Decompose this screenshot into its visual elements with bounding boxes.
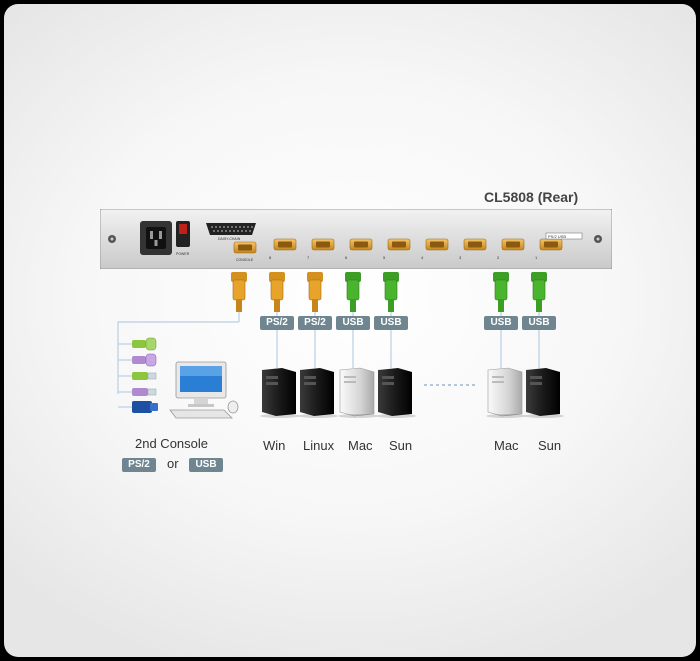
screw-left-icon bbox=[108, 235, 116, 243]
usb-connector-icon bbox=[493, 272, 509, 312]
port-number-7: 7 bbox=[307, 255, 310, 260]
rear-panel: POWER DAISY-CHAIN CONSOLE bbox=[100, 209, 612, 269]
kvm-port-7 bbox=[311, 238, 335, 251]
port-number-3: 3 bbox=[459, 255, 462, 260]
port-number-6: 6 bbox=[345, 255, 348, 260]
interface-tag: PS/2 bbox=[260, 316, 294, 330]
console-or-text: or bbox=[167, 456, 179, 471]
ps2-connector-icon bbox=[269, 272, 285, 312]
usb-plug-purple-icon bbox=[132, 388, 157, 396]
pc-tower-win-icon bbox=[260, 368, 300, 418]
monitor-icon bbox=[175, 361, 227, 407]
interface-tag: PS/2 bbox=[298, 316, 332, 330]
mouse-icon bbox=[227, 400, 239, 414]
daisy-chain-port-icon bbox=[206, 223, 256, 235]
os-label: Sun bbox=[538, 438, 562, 453]
port-number-2: 2 bbox=[497, 255, 500, 260]
diagram-title: CL5808 (Rear) bbox=[484, 189, 579, 205]
keyboard-icon bbox=[169, 409, 233, 419]
port-number-8: 8 bbox=[269, 255, 272, 260]
interface-tag: USB bbox=[374, 316, 408, 330]
kvm-port-6 bbox=[349, 238, 373, 251]
os-label: Linux bbox=[303, 438, 335, 453]
kvm-port-4 bbox=[425, 238, 449, 251]
kvm-port-8 bbox=[273, 238, 297, 251]
port-number-1: 1 bbox=[535, 255, 538, 260]
power-label: POWER bbox=[176, 252, 190, 256]
diagram-frame: CL5808 (Rear) bbox=[4, 4, 696, 657]
console-port-label: CONSOLE bbox=[236, 258, 254, 262]
model-badge: PS/2 USB bbox=[548, 234, 566, 239]
ps2-plug-green-icon bbox=[132, 337, 157, 351]
pc-tower-sun-icon bbox=[376, 368, 416, 418]
port-number-5: 5 bbox=[383, 255, 386, 260]
pc-tower-linux-icon bbox=[298, 368, 338, 418]
interface-tag: USB bbox=[336, 316, 370, 330]
interface-tag: USB bbox=[484, 316, 518, 330]
interface-tag: USB bbox=[522, 316, 556, 330]
usb-connector-icon bbox=[345, 272, 361, 312]
kvm-port-2 bbox=[501, 238, 525, 251]
usb-plug-icon bbox=[132, 372, 157, 380]
console-connector-icon bbox=[231, 272, 247, 312]
os-label: Win bbox=[263, 438, 286, 453]
kvm-port-1 bbox=[539, 238, 563, 251]
console-port-icon bbox=[233, 241, 257, 254]
console-title: 2nd Console bbox=[135, 436, 208, 451]
console-option-ps2: PS/2 bbox=[122, 458, 156, 472]
power-inlet-icon bbox=[140, 221, 172, 255]
connection-diagram bbox=[117, 272, 564, 419]
kvm-port-3 bbox=[463, 238, 487, 251]
usb-connector-icon bbox=[383, 272, 399, 312]
pc-tower-sun-icon bbox=[524, 368, 564, 418]
kvm-port-5 bbox=[387, 238, 411, 251]
pc-tower-mac-icon bbox=[486, 367, 526, 418]
port-number-4: 4 bbox=[421, 255, 424, 260]
usb-connector-icon bbox=[531, 272, 547, 312]
ps2-connector-icon bbox=[307, 272, 323, 312]
screw-right-icon bbox=[594, 235, 602, 243]
os-label: Mac bbox=[348, 438, 373, 453]
os-label: Mac bbox=[494, 438, 519, 453]
power-switch-icon bbox=[176, 221, 190, 247]
vga-plug-icon bbox=[132, 401, 158, 413]
pc-tower-mac-icon bbox=[338, 367, 378, 418]
daisy-chain-label: DAISY-CHAIN bbox=[218, 237, 241, 241]
ps2-plug-purple-icon bbox=[132, 353, 157, 367]
os-label: Sun bbox=[389, 438, 413, 453]
console-option-usb: USB bbox=[189, 458, 223, 472]
